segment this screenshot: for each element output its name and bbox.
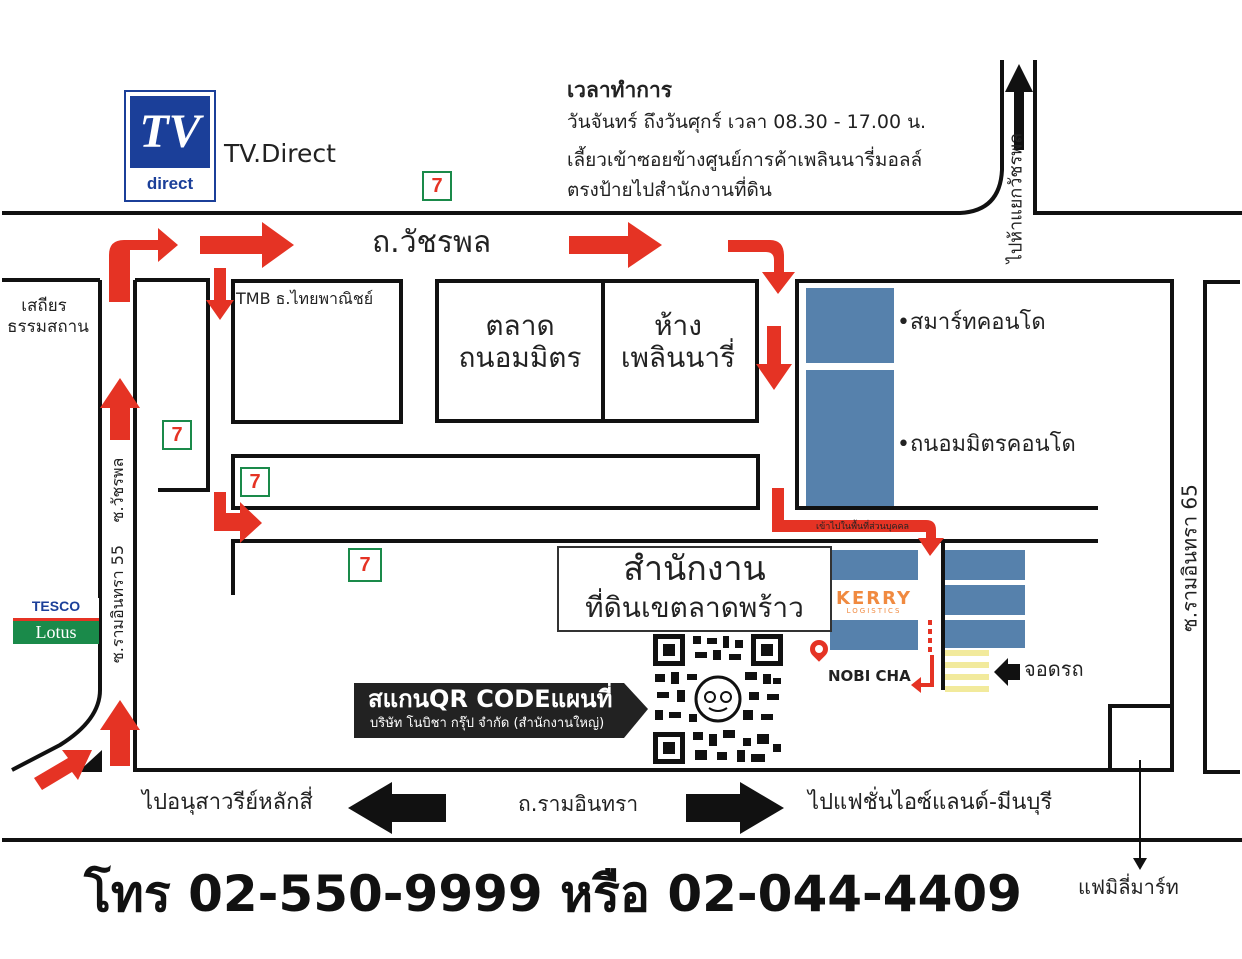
sathien-label-1: เสถียร <box>21 296 67 316</box>
market-label-1: ตลาด <box>485 309 555 342</box>
right-block-1 <box>945 550 1025 580</box>
road-ramintra: ถ.รามอินทรา <box>518 792 639 816</box>
kerry-label: KERRY <box>835 588 913 609</box>
tmb-label: TMB ธ.ไทยพาณิชย์ <box>236 289 374 308</box>
qr-subtitle: บริษัท โนบิชา กรุ๊ป จำกัด (สำนักงานใหญ่) <box>370 716 605 731</box>
hours-line-1: วันจันทร์ ถึงวันศุกร์ เวลา 08.30 - 17.00… <box>567 111 927 133</box>
kerry-sub-label: LOGISTICS <box>846 607 902 615</box>
office-title: สำนักงาน <box>623 549 766 589</box>
brand-name: TV.Direct <box>224 139 336 168</box>
hours-line-2: เลี้ยวเข้าซอยข้างศูนย์การค้าเพลินนารี่มอ… <box>567 149 923 171</box>
qr-title: สแกนQR CODEแผนที่ <box>368 685 613 713</box>
road-vatcharaphon: ถ.วัชรพล <box>372 225 492 260</box>
soi-vatcharaphon-label: ซ.วัชรพล <box>107 457 127 523</box>
right-block-2 <box>945 585 1025 615</box>
right-block-3 <box>945 620 1025 648</box>
thanom-condo-label: •ถนอมมิตรคอนโด <box>897 432 1076 457</box>
seven-eleven-icon: 7 <box>240 467 270 497</box>
seven-eleven-icon: 7 <box>348 548 382 582</box>
lotus-text: Lotus <box>13 621 99 644</box>
to-junction-label: ไปห้าแยกวัชรพล <box>1005 132 1027 264</box>
qr-pattern <box>653 634 783 764</box>
kerry-block-bottom <box>830 620 918 650</box>
direction-right-label: ไปแฟชั่นไอซ์แลนด์-มีนบุรี <box>808 790 1053 815</box>
office-subtitle: ที่ดินเขตลาดพร้าว <box>585 591 804 624</box>
sathien-label-2: ธรรมสถาน <box>7 317 89 337</box>
smart-condo-block <box>806 288 894 363</box>
kerry-block-top <box>830 550 918 580</box>
mall-label-2: เพลินนารี่ <box>620 341 736 374</box>
hours-line-3: ตรงป้ายไปสำนักงานที่ดิน <box>567 179 772 201</box>
smart-condo-label: •สมาร์ทคอนโด <box>897 310 1046 335</box>
mall-label-1: ห้าง <box>654 309 702 342</box>
tv-direct-logo: TV direct <box>124 90 216 202</box>
logo-sub: direct <box>146 174 194 193</box>
phone-text: โทร 02-550-9999 หรือ 02-044-4409 <box>84 865 1022 923</box>
direction-left-label: ไปอนุสาวรีย์หลักสี่ <box>142 790 313 815</box>
hours-title: เวลาทำการ <box>567 78 673 102</box>
market-label-2: ถนอมมิตร <box>458 341 582 374</box>
tesco-text: TESCO <box>13 598 99 621</box>
parking-label: จอดรถ <box>1024 657 1084 681</box>
entry-note: เข้าไปในพื้นที่ส่วนบุคคล <box>816 522 910 532</box>
nobicha-label: NOBI CHA <box>828 667 911 685</box>
tesco-lotus-logo: TESCO Lotus <box>13 598 99 644</box>
seven-eleven-icon: 7 <box>422 171 452 201</box>
familymart-label: แฟมิลี่มาร์ท <box>1078 875 1179 899</box>
soi-65-label: ซ.รามอินทรา 65 <box>1177 484 1202 632</box>
office-box: สำนักงาน ที่ดินเขตลาดพร้าว <box>557 546 832 632</box>
logo-mark: TV <box>130 96 210 168</box>
soi-55-label: ซ.รามอินทรา 55 <box>107 544 127 664</box>
seven-eleven-icon: 7 <box>162 420 192 450</box>
qr-code[interactable] <box>653 634 783 764</box>
thanom-condo-block <box>806 370 894 506</box>
